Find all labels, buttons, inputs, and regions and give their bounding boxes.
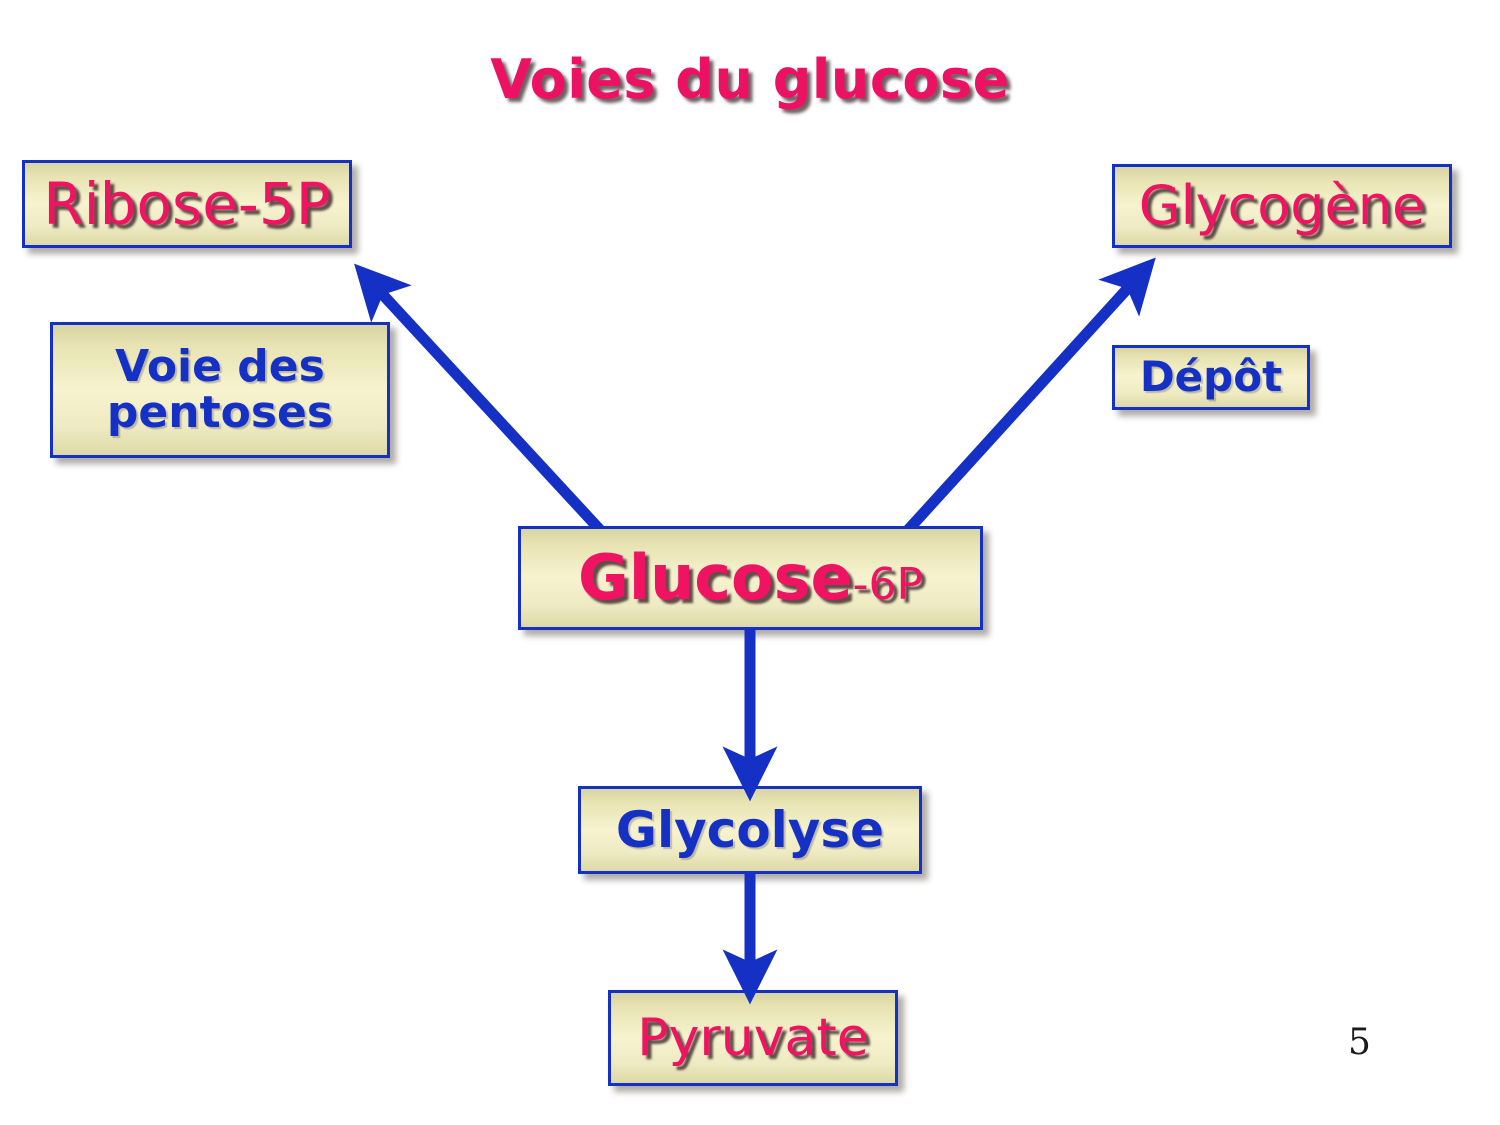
arrow-g6p-to-glycogene [903, 257, 1156, 534]
node-glycolyse[interactable]: Glycolyse [578, 786, 922, 874]
node-glucose-6p-sub: -6P [852, 559, 923, 611]
page-title: Voies du glucose [490, 48, 1010, 111]
node-voie-des-pentoses-line1: Voie des [115, 340, 325, 392]
node-ribose-5p-label: Ribose-5P [43, 169, 331, 238]
node-ribose-5p[interactable]: Ribose-5P [22, 160, 352, 248]
arrow-g6p-to-ribose [354, 263, 607, 536]
node-depot[interactable]: Dépôt [1112, 345, 1310, 410]
page-number: 5 [1348, 1022, 1371, 1063]
node-glycogene-label: Glycogène [1138, 173, 1426, 237]
node-glucose-6p-label: Glucose-6P [521, 545, 980, 610]
node-glucose-6p-main: Glucose [578, 541, 853, 615]
node-voie-des-pentoses-label: Voie des pentoses [53, 340, 387, 438]
node-glycogene[interactable]: Glycogène [1112, 164, 1452, 248]
node-glycolyse-label: Glycolyse [615, 800, 885, 859]
node-voie-des-pentoses-line2: pentoses [106, 387, 334, 438]
node-glucose-6p[interactable]: Glucose-6P [518, 526, 983, 630]
node-depot-label: Dépôt [1139, 352, 1283, 402]
node-voie-des-pentoses[interactable]: Voie des pentoses [50, 322, 390, 458]
node-pyruvate[interactable]: Pyruvate [608, 990, 898, 1086]
node-pyruvate-label: Pyruvate [637, 1007, 869, 1068]
